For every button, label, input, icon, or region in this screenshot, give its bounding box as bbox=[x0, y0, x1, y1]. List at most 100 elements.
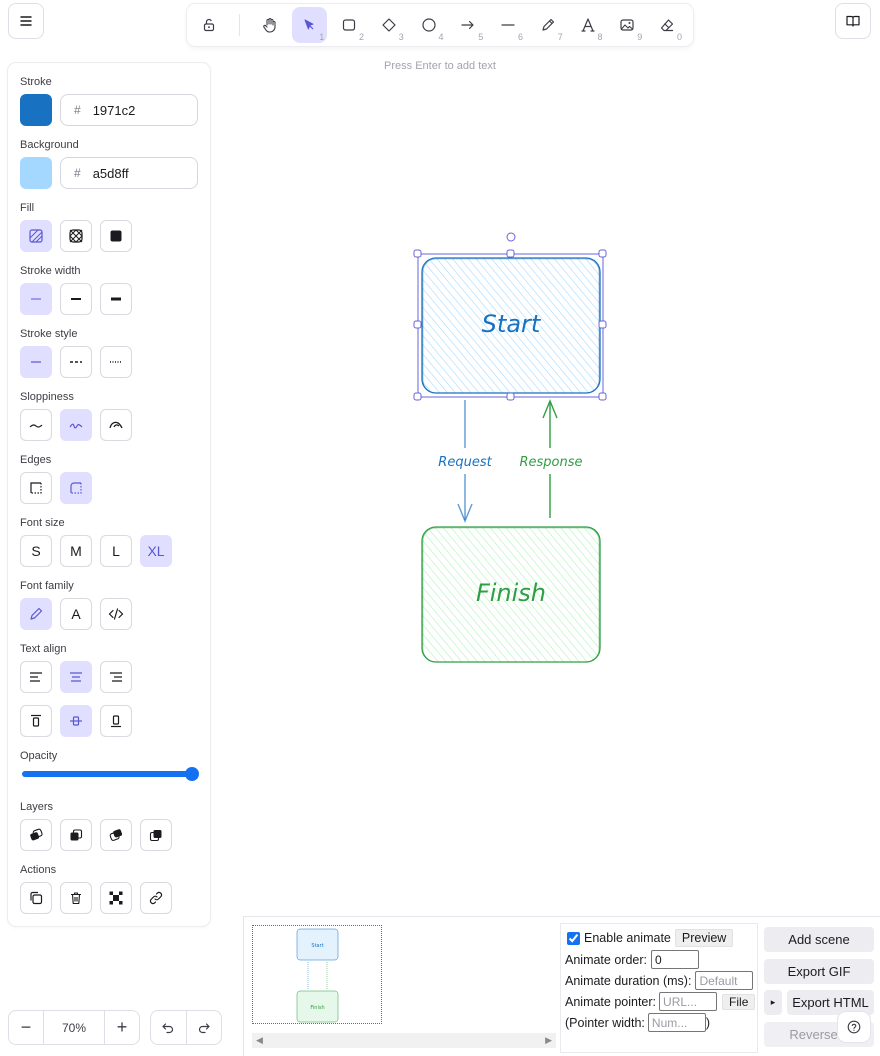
resize-handle[interactable] bbox=[598, 392, 607, 401]
stroke-style-solid-button[interactable] bbox=[20, 346, 52, 378]
bring-forward-button[interactable] bbox=[100, 819, 132, 851]
properties-panel: Stroke # 1971c2 Background # a5d8ff Fill… bbox=[8, 63, 210, 926]
font-size-s-button[interactable]: S bbox=[20, 535, 52, 567]
tool-ellipse[interactable]: 4 bbox=[411, 7, 447, 43]
bring-to-front-button[interactable] bbox=[140, 819, 172, 851]
dashed-line-icon bbox=[70, 361, 82, 363]
tool-arrow[interactable]: 5 bbox=[451, 7, 487, 43]
stroke-hex-input[interactable]: # 1971c2 bbox=[60, 94, 198, 126]
text-align-right-button[interactable] bbox=[100, 661, 132, 693]
help-button[interactable] bbox=[838, 1012, 870, 1042]
scroll-left-icon[interactable]: ◀ bbox=[256, 1035, 263, 1045]
background-swatch[interactable] bbox=[20, 157, 52, 189]
background-hex-input[interactable]: # a5d8ff bbox=[60, 157, 198, 189]
enable-animate-checkbox[interactable] bbox=[567, 931, 580, 945]
fill-cross-hatch-button[interactable] bbox=[60, 220, 92, 252]
fill-solid-button[interactable] bbox=[100, 220, 132, 252]
zoom-in-button[interactable]: + bbox=[116, 1017, 128, 1037]
main-menu-button[interactable] bbox=[8, 3, 44, 39]
font-size-l-button[interactable]: L bbox=[100, 535, 132, 567]
duplicate-button[interactable] bbox=[20, 882, 52, 914]
pointer-width-input[interactable] bbox=[647, 1013, 706, 1032]
code-icon bbox=[108, 608, 124, 620]
font-family-normal-button[interactable]: A bbox=[60, 598, 92, 630]
vertical-align-middle-button[interactable] bbox=[60, 705, 92, 737]
fill-hachure-button[interactable] bbox=[20, 220, 52, 252]
stroke-style-dotted-button[interactable] bbox=[100, 346, 132, 378]
stroke-style-dashed-button[interactable] bbox=[60, 346, 92, 378]
preview-button[interactable]: Preview bbox=[674, 929, 734, 947]
stroke-swatch[interactable] bbox=[20, 94, 52, 126]
finish-shape[interactable] bbox=[421, 526, 601, 663]
zoom-out-button[interactable]: − bbox=[20, 1017, 32, 1037]
send-to-back-button[interactable] bbox=[20, 819, 52, 851]
resize-handle[interactable] bbox=[413, 320, 422, 329]
thumbnail-preview: Start Finish bbox=[296, 928, 339, 1023]
resize-handle[interactable] bbox=[413, 249, 422, 258]
delete-button[interactable] bbox=[60, 882, 92, 914]
resize-handle[interactable] bbox=[598, 249, 607, 258]
resize-handle[interactable] bbox=[413, 392, 422, 401]
pointer-file-button[interactable]: File bbox=[722, 993, 756, 1010]
zoom-reset-button[interactable]: 70% bbox=[43, 1011, 105, 1044]
group-button[interactable] bbox=[100, 882, 132, 914]
tool-text[interactable]: 8 bbox=[570, 7, 606, 43]
opacity-slider-track[interactable] bbox=[22, 771, 198, 777]
thumbnail-scrollbar[interactable]: ◀ ▶ bbox=[252, 1033, 556, 1048]
unlock-icon bbox=[203, 18, 214, 32]
vertical-align-top-button[interactable] bbox=[20, 705, 52, 737]
export-html-button[interactable]: Export HTML bbox=[787, 990, 874, 1015]
text-align-center-button[interactable] bbox=[60, 661, 92, 693]
undo-icon bbox=[162, 1022, 174, 1033]
resize-handle[interactable] bbox=[506, 392, 515, 401]
selection-box[interactable] bbox=[413, 232, 607, 401]
animate-pointer-input[interactable] bbox=[659, 992, 718, 1011]
tool-hand[interactable] bbox=[252, 7, 288, 43]
response-arrow[interactable] bbox=[542, 399, 558, 518]
tool-eraser[interactable]: 0 bbox=[649, 7, 685, 43]
export-options-toggle[interactable]: ▸ bbox=[764, 990, 782, 1015]
text-align-left-button[interactable] bbox=[20, 661, 52, 693]
add-scene-button[interactable]: Add scene bbox=[764, 927, 874, 952]
scroll-right-icon[interactable]: ▶ bbox=[545, 1035, 552, 1045]
sloppiness-cartoonist-button[interactable] bbox=[100, 409, 132, 441]
tool-shortcut: 2 bbox=[358, 32, 364, 42]
redo-button[interactable] bbox=[187, 1011, 222, 1044]
send-backward-button[interactable] bbox=[60, 819, 92, 851]
zoom-controls: − 70% + bbox=[8, 1010, 140, 1045]
edges-sharp-button[interactable] bbox=[20, 472, 52, 504]
rotation-handle[interactable] bbox=[506, 232, 516, 242]
tool-draw[interactable]: 7 bbox=[530, 7, 566, 43]
opacity-slider-thumb[interactable] bbox=[185, 767, 199, 781]
tool-rectangle[interactable]: 2 bbox=[331, 7, 367, 43]
undo-button[interactable] bbox=[151, 1011, 186, 1044]
stroke-width-extra-bold-button[interactable] bbox=[100, 283, 132, 315]
request-arrow[interactable] bbox=[457, 400, 473, 523]
font-size-m-button[interactable]: M bbox=[60, 535, 92, 567]
font-family-hand-drawn-button[interactable] bbox=[20, 598, 52, 630]
tool-selection[interactable]: 1 bbox=[291, 7, 328, 43]
animate-order-input[interactable] bbox=[650, 950, 699, 969]
font-family-normal-glyph: A bbox=[71, 606, 81, 622]
link-button[interactable] bbox=[140, 882, 172, 914]
tool-lock[interactable] bbox=[191, 7, 227, 43]
edges-round-button[interactable] bbox=[60, 472, 92, 504]
sloppiness-artist-button[interactable] bbox=[60, 409, 92, 441]
stroke-width-thin-button[interactable] bbox=[20, 283, 52, 315]
align-bottom-icon bbox=[111, 715, 121, 728]
font-family-code-button[interactable] bbox=[100, 598, 132, 630]
stroke-width-bold-button[interactable] bbox=[60, 283, 92, 315]
scene-thumbnail[interactable]: Start Finish bbox=[252, 925, 382, 1024]
tool-diamond[interactable]: 3 bbox=[371, 7, 407, 43]
resize-handle[interactable] bbox=[598, 320, 607, 329]
tool-line[interactable]: 6 bbox=[490, 7, 526, 43]
animate-duration-input[interactable] bbox=[695, 971, 754, 990]
font-size-xl-button[interactable]: XL bbox=[140, 535, 172, 567]
resize-handle[interactable] bbox=[506, 249, 515, 258]
sloppiness-architect-button[interactable] bbox=[20, 409, 52, 441]
export-gif-button[interactable]: Export GIF bbox=[764, 959, 874, 984]
library-button[interactable] bbox=[835, 3, 871, 39]
tool-image[interactable]: 9 bbox=[610, 7, 646, 43]
vertical-align-bottom-button[interactable] bbox=[100, 705, 132, 737]
